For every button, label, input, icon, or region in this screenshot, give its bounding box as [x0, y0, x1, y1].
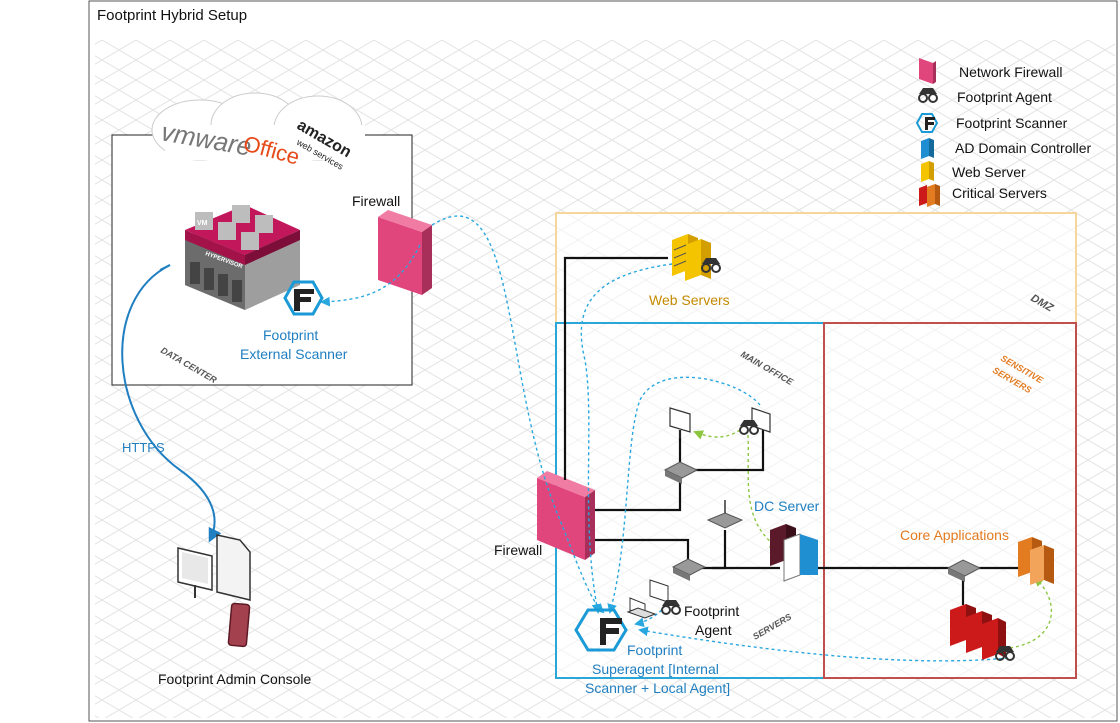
legend-item-network-firewall: Network Firewall	[959, 64, 1063, 80]
flow-critical-to-superagent	[638, 626, 1009, 662]
core-applications-label: Core Applications	[900, 527, 1009, 543]
legend-scanner-icon	[915, 113, 939, 133]
router-icon	[706, 500, 744, 529]
superagent-scanner-icon	[574, 608, 628, 652]
superagent-label-2: Superagent [Internal	[592, 661, 719, 677]
external-scanner-icon	[283, 280, 324, 316]
switch-icon	[946, 559, 982, 582]
page-title: Footprint Hybrid Setup	[97, 7, 248, 24]
superagent-label-3: Scanner + Local Agent]	[585, 680, 731, 696]
hypervisor-server	[185, 205, 300, 310]
core-applications-icon	[1018, 537, 1054, 585]
flow-office-to-superagent	[607, 376, 761, 614]
vm-text: VM	[197, 220, 208, 227]
critical-agent-icon	[995, 646, 1015, 661]
web-agent-icon	[701, 258, 721, 273]
workstation-icon	[669, 407, 691, 438]
admin-console-label: Footprint Admin Console	[158, 671, 312, 687]
dmz-zone	[555, 212, 1077, 324]
web-server-icon	[672, 234, 711, 281]
web-servers-label: Web Servers	[649, 292, 730, 308]
footprint-agent-label-1: Footprint	[684, 603, 740, 619]
switch-icon	[671, 558, 707, 581]
footprint-agent-label-2: Agent	[695, 622, 732, 638]
flow-agent-to-dc	[747, 434, 780, 550]
flow-fw-to-external-scanner	[320, 244, 421, 307]
legend-agent-icon	[918, 88, 938, 103]
superagent-label-1: Footprint	[627, 642, 683, 658]
dc-server-icon	[770, 524, 818, 582]
https-label: HTTPS	[122, 440, 165, 455]
admin-console-icon	[177, 534, 251, 648]
legend-item-footprint-scanner: Footprint Scanner	[956, 115, 1068, 131]
legend-ad-controller-icon	[921, 138, 934, 159]
firewall-top-icon	[378, 210, 432, 295]
legend-item-critical-servers: Critical Servers	[952, 185, 1047, 201]
legend-item-ad-domain-controller: AD Domain Controller	[955, 140, 1092, 156]
laptop-icon	[626, 597, 657, 619]
flow-web-to-superagent	[580, 261, 691, 614]
flow-agent-to-workstation	[693, 429, 741, 440]
firewall-top-label: Firewall	[352, 193, 401, 209]
critical-servers-icon	[950, 604, 1006, 660]
servers-agent-icon	[661, 600, 681, 615]
switch-icon	[663, 461, 699, 484]
firewall-mid-icon	[537, 471, 595, 560]
legend-web-server-icon	[921, 161, 934, 182]
external-scanner-label-1: Footprint	[263, 327, 319, 343]
office-agent-icon	[739, 420, 759, 435]
cloud-logos	[151, 92, 365, 161]
legend-firewall-icon	[919, 58, 936, 84]
https-link	[121, 264, 222, 543]
dc-server-label: DC Server	[754, 498, 820, 514]
legend-item-web-server: Web Server	[952, 164, 1026, 180]
firewall-mid-label: Firewall	[494, 542, 543, 558]
legend-item-footprint-agent: Footprint Agent	[957, 89, 1052, 105]
external-scanner-label-2: External Scanner	[240, 346, 348, 362]
legend-critical-server-icon	[919, 184, 940, 207]
network-links	[563, 256, 1020, 605]
